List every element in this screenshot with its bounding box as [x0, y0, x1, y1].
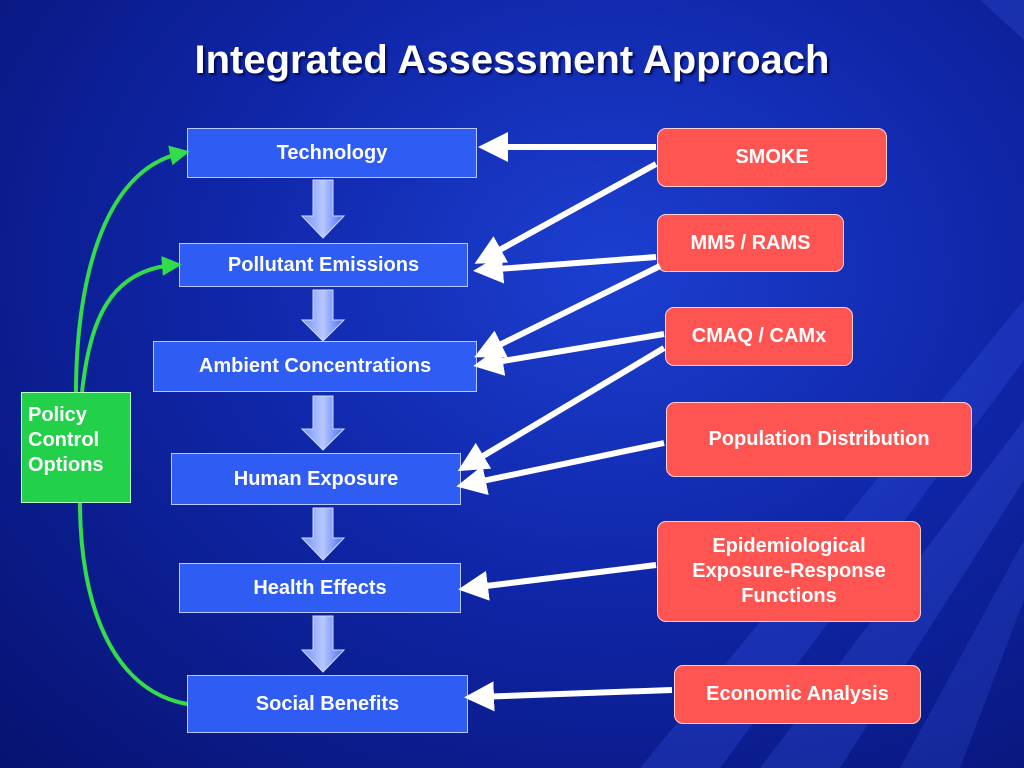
mm5-rams-label: MM5 / RAMS — [690, 231, 811, 254]
smoke-label: SMOKE — [735, 146, 809, 168]
page-title: Integrated Assessment Approach — [194, 38, 830, 82]
technology-box: Technology — [187, 128, 477, 178]
health-effects-label: Health Effects — [253, 576, 387, 599]
epi-line-2: Exposure-Response — [692, 560, 886, 582]
pollutant-emissions-box: Pollutant Emissions — [179, 243, 468, 287]
policy-control-options-box: Policy Control Options — [21, 392, 131, 503]
population-distribution-box: Population Distribution — [666, 402, 972, 477]
policy-line-2: Control — [28, 429, 100, 451]
cmaq-camx-box: CMAQ / CAMx — [665, 307, 853, 366]
health-effects-box: Health Effects — [179, 563, 461, 613]
pollutant-emissions-label: Pollutant Emissions — [227, 253, 420, 276]
ambient-concentrations-box: Ambient Concentrations — [153, 341, 477, 392]
human-exposure-box: Human Exposure — [171, 453, 461, 505]
social-benefits-box: Social Benefits — [187, 675, 468, 733]
policy-line-3: Options — [28, 454, 104, 476]
social-benefits-label: Social Benefits — [255, 692, 400, 715]
cmaq-camx-label: CMAQ / CAMx — [691, 325, 827, 347]
epi-line-3: Functions — [741, 585, 837, 607]
mm5-rams-box: MM5 / RAMS — [657, 214, 844, 272]
ambient-concentrations-label: Ambient Concentrations — [198, 355, 432, 377]
epidemiological-box: Epidemiological Exposure-Response Functi… — [657, 521, 921, 622]
human-exposure-label: Human Exposure — [233, 467, 399, 490]
population-distribution-label: Population Distribution — [708, 428, 930, 450]
epi-line-1: Epidemiological — [712, 535, 866, 557]
smoke-box: SMOKE — [657, 128, 887, 187]
policy-line-1: Policy — [28, 404, 87, 426]
economic-analysis-box: Economic Analysis — [674, 665, 921, 724]
technology-label: Technology — [276, 141, 388, 164]
economic-analysis-label: Economic Analysis — [706, 683, 889, 705]
